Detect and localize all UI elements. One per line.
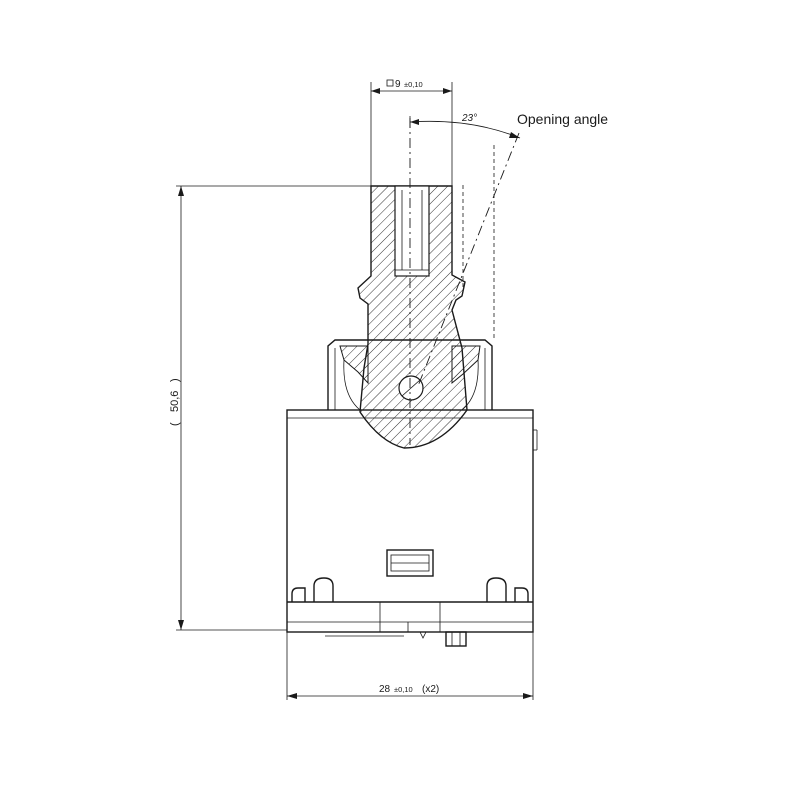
width-quantity: (x2)	[422, 684, 439, 695]
stem-section	[357, 185, 468, 449]
dim-height	[176, 185, 371, 631]
center-lines	[409, 118, 520, 445]
square-size-tolerance: ±0,10	[404, 80, 423, 89]
height-label: 50,6	[169, 391, 181, 412]
dim-angle-arc	[409, 116, 521, 139]
square-size-label: 9	[395, 79, 401, 90]
angle-label: 23°	[461, 113, 477, 124]
height-paren-open: (	[169, 422, 181, 426]
dim-width	[286, 632, 534, 700]
width-tolerance: ±0,10	[394, 685, 413, 694]
dim-square-9	[370, 79, 453, 186]
height-paren-close: )	[169, 378, 181, 382]
opening-angle-label: Opening angle	[517, 111, 608, 127]
width-label: 28	[379, 684, 391, 695]
cartridge-body	[286, 409, 538, 647]
